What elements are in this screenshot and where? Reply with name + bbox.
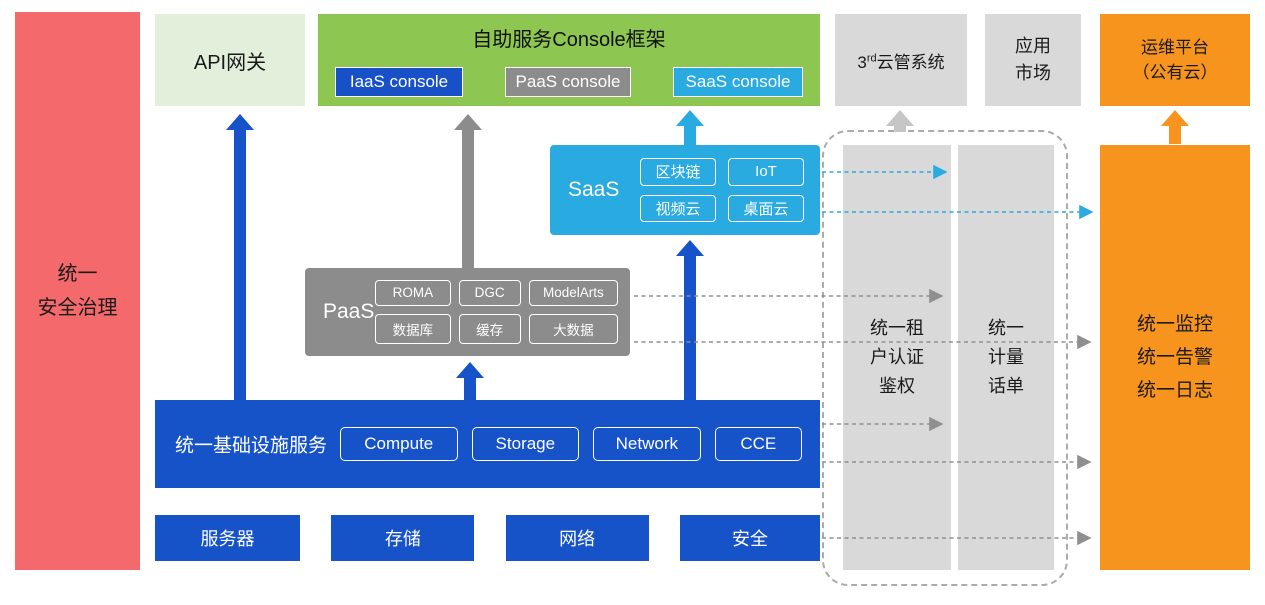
third-cloud-sup: rd <box>866 51 877 64</box>
iaas-item-storage: Storage <box>471 427 580 461</box>
unified-tenant-auth-bar: 统一租 户认证 鉴权 <box>843 145 951 570</box>
arrow-infra-to-api-gateway <box>226 114 254 400</box>
hardware-item-server: 服务器 <box>155 515 300 561</box>
saas-layer-box: SaaS 区块链 IoT 视频云 桌面云 <box>550 145 820 235</box>
unified-infrastructure-services-label: 统一基础设施服务 <box>175 435 328 457</box>
saas-item-iot: IoT <box>728 158 804 186</box>
third-party-cloud-mgmt-box: 3rd云管系统 <box>835 14 967 106</box>
third-cloud-rest: 云管系统 <box>876 52 945 72</box>
hardware-item-storage: 存储 <box>331 515 475 561</box>
arrow-infra-to-saas <box>676 240 704 400</box>
unified-monitoring-label: 统一监控 统一告警 统一日志 <box>1136 313 1213 402</box>
arrow-saas-to-console-frame <box>676 110 704 145</box>
arrow-infra-to-paas <box>456 362 484 400</box>
app-market-box: 应用 市场 <box>985 14 1081 106</box>
hardware-row: 服务器 存储 网络 安全 <box>155 515 820 561</box>
third-cloud-num: 3 <box>857 52 867 72</box>
unified-security-governance-label: 统一 安全治理 <box>37 263 118 319</box>
unified-infrastructure-services-box: 统一基础设施服务 Compute Storage Network CCE <box>155 400 820 488</box>
iaas-item-cce: CCE <box>714 427 803 461</box>
paas-console-button: PaaS console <box>505 67 631 97</box>
shared-services-dashed-container <box>822 130 1068 586</box>
unified-monitoring-bar: 统一监控 统一告警 统一日志 <box>1100 145 1250 570</box>
arrow-shared-to-third-cloud <box>886 110 914 132</box>
saas-item-desktop-cloud: 桌面云 <box>728 194 804 222</box>
paas-item-modelarts: ModelArts <box>528 280 618 306</box>
app-market-label: 应用 市场 <box>1015 36 1051 83</box>
self-service-console-frame-box: 自助服务Console框架 IaaS console PaaS console … <box>318 14 820 106</box>
paas-item-dgc: DGC <box>458 280 521 306</box>
ops-platform-label: 运维平台 （公有云） <box>1132 37 1218 83</box>
paas-item-cache: 缓存 <box>458 313 521 344</box>
ops-platform-public-cloud-box: 运维平台 （公有云） <box>1100 14 1250 106</box>
saas-item-video-cloud: 视频云 <box>640 194 716 222</box>
console-frame-title: 自助服务Console框架 <box>472 29 666 51</box>
paas-layer-box: PaaS ROMA DGC ModelArts 数据库 缓存 大数据 <box>305 268 630 356</box>
api-gateway-label: API网关 <box>193 51 267 74</box>
paas-item-database: 数据库 <box>375 313 451 344</box>
saas-services-grid: 区块链 IoT 视频云 桌面云 <box>640 158 804 222</box>
hardware-item-security: 安全 <box>679 515 820 561</box>
arrow-paas-to-console-frame <box>454 114 482 268</box>
unified-metering-bar: 统一 计量 话单 <box>958 145 1054 570</box>
saas-layer-label: SaaS <box>568 178 620 201</box>
iaas-item-compute: Compute <box>340 427 458 461</box>
paas-services-grid: ROMA DGC ModelArts 数据库 缓存 大数据 <box>375 280 618 344</box>
paas-item-roma: ROMA <box>375 280 451 306</box>
iaas-console-button: IaaS console <box>335 67 463 97</box>
third-party-cloud-mgmt-label: 3rd云管系统 <box>857 48 944 73</box>
infrastructure-services-row: Compute Storage Network CCE <box>340 427 803 461</box>
paas-layer-label: PaaS <box>323 300 375 323</box>
iaas-item-network: Network <box>593 427 701 461</box>
unified-metering-label: 统一 计量 话单 <box>988 318 1024 396</box>
saas-console-button: SaaS console <box>673 67 803 97</box>
arrow-monitoring-to-ops-platform <box>1161 110 1189 144</box>
console-buttons-row: IaaS console PaaS console SaaS console <box>335 67 803 97</box>
saas-item-blockchain: 区块链 <box>640 158 716 186</box>
unified-tenant-auth-label: 统一租 户认证 鉴权 <box>870 318 924 396</box>
hardware-item-network: 网络 <box>505 515 649 561</box>
paas-item-bigdata: 大数据 <box>528 313 618 344</box>
unified-security-governance-bar: 统一 安全治理 <box>15 12 140 570</box>
api-gateway-box: API网关 <box>155 14 305 106</box>
